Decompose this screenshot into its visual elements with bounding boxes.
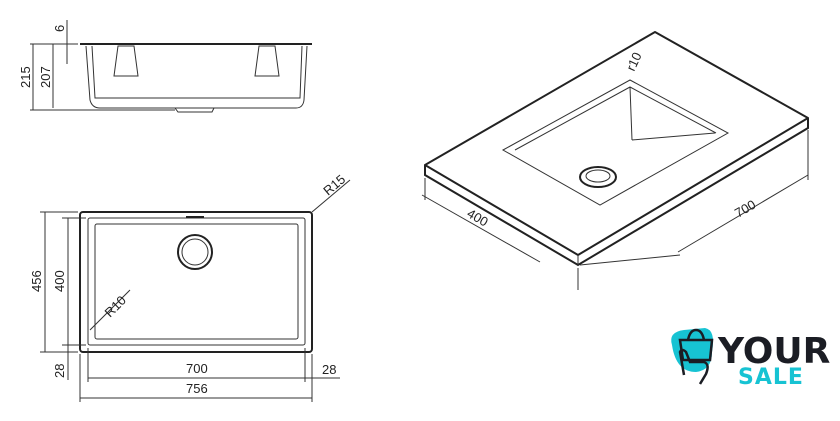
iso-radius: r10: [623, 50, 645, 73]
your-sale-logo: YOUR SALE: [671, 328, 830, 390]
mounting-bracket-right: [254, 45, 280, 77]
dim-inner-depth: 400: [52, 270, 67, 292]
radius-inner: R10: [102, 293, 129, 320]
dim-rim-right: 28: [322, 362, 336, 377]
logo-line1: YOUR: [717, 331, 830, 372]
dim-thickness: 6: [52, 25, 67, 32]
iso-view: 400 700 r10: [421, 31, 809, 290]
dim-bowl-depth: 207: [38, 66, 53, 88]
drain-hole: [177, 234, 213, 270]
iso-dim-depth: 400: [465, 206, 491, 230]
iso-dim-width: 700: [732, 197, 758, 221]
logo-line2: SALE: [738, 365, 804, 390]
dim-total-height: 215: [18, 66, 33, 88]
dim-outer-depth: 456: [29, 270, 44, 292]
top-view: 456 400 28 28 700 756 R15 R10: [29, 171, 351, 402]
mounting-bracket-left: [113, 45, 139, 77]
side-view: 215 207 6: [18, 20, 312, 113]
radius-outer: R15: [320, 171, 348, 198]
dim-outer-width: 756: [186, 381, 208, 396]
drain-hole-iso: [579, 166, 617, 188]
dim-inner-width: 700: [186, 361, 208, 376]
dim-rim-left: 28: [52, 364, 67, 378]
